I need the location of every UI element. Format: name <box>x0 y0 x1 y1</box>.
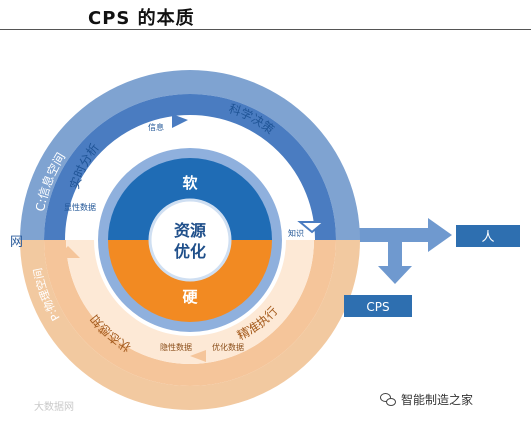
soft-label: 软 <box>182 174 197 192</box>
watermark-right: 智能制造之家 <box>380 390 473 408</box>
optimized-data-label: 优化数据 <box>212 342 244 352</box>
chevron-right-icon <box>297 221 327 234</box>
network-label: 网 <box>10 235 23 250</box>
inner-ring <box>98 148 282 332</box>
cps-box <box>344 295 412 317</box>
knowledge-label: 知识 <box>288 228 304 238</box>
center-circle <box>148 198 232 282</box>
chevron-top-icon <box>172 114 188 128</box>
explicit-data-label: 显性数据 <box>64 202 96 212</box>
wechat-icon <box>380 392 396 406</box>
watermark-right-text: 智能制造之家 <box>401 392 474 407</box>
cps-label: CPS <box>366 300 389 314</box>
chevron-bottom-icon <box>190 350 206 362</box>
arrow-head-cps <box>378 266 412 284</box>
output-arrows <box>356 218 452 284</box>
center-label-line1: 资源 <box>174 221 206 240</box>
chevron-left-icon <box>56 246 80 258</box>
center-label-line2: 优化 <box>174 242 206 261</box>
hard-label: 硬 <box>182 288 198 306</box>
human-label: 人 <box>481 230 494 245</box>
arrow-head-human <box>428 218 452 252</box>
title-bar: CPS 的本质 <box>0 0 531 30</box>
arrow-shaft-human <box>356 228 430 242</box>
page-title: CPS 的本质 <box>88 8 195 29</box>
human-box <box>456 225 520 247</box>
information-label: 信息 <box>148 122 164 132</box>
flow-chevrons <box>56 114 327 362</box>
implicit-data-label: 隐性数据 <box>160 342 192 352</box>
title-divider <box>0 29 531 30</box>
watermark-left: 大数据网 <box>34 402 74 413</box>
arrow-shaft-cps <box>388 240 402 268</box>
